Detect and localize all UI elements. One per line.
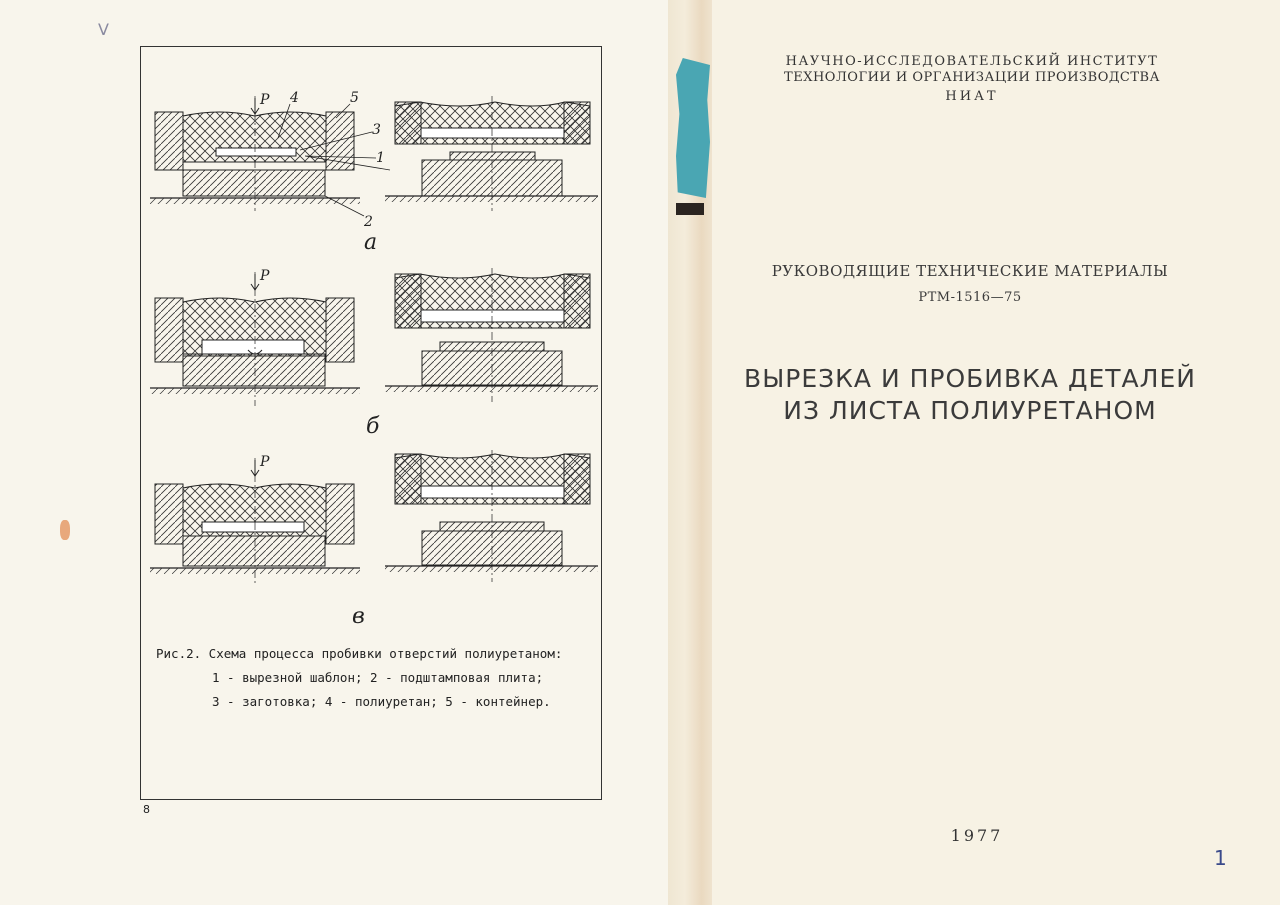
label-p-c: P xyxy=(259,454,270,470)
figure-caption-title: Рис.2. Схема процесса пробивки отверстий… xyxy=(156,646,563,661)
callout-4: 4 xyxy=(289,90,299,106)
figure-caption-legend-2: 3 - заготовка; 4 - полиуретан; 5 - конте… xyxy=(212,694,551,709)
spine-band xyxy=(676,203,704,215)
cover-page xyxy=(712,0,1280,905)
institute-abbreviation: НИАТ xyxy=(945,89,999,104)
document-code: РТМ-1516—75 xyxy=(918,290,1022,305)
stage-c-right xyxy=(385,450,598,582)
callout-leaders xyxy=(277,103,391,217)
callout-2: 2 xyxy=(363,214,373,230)
document-title-line1: ВЫРЕЗКА И ПРОБИВКА ДЕТАЛЕЙ xyxy=(744,364,1196,393)
document-title-line2: ИЗ ЛИСТА ПОЛИУРЕТАНОМ xyxy=(783,396,1157,425)
stage-c-left xyxy=(150,458,360,586)
label-p-b: P xyxy=(259,268,270,284)
callout-3: 3 xyxy=(372,122,381,138)
stage-a-left xyxy=(150,96,360,211)
pencil-mark: V xyxy=(98,20,109,39)
document-type: РУКОВОДЯЩИЕ ТЕХНИЧЕСКИЕ МАТЕРИАЛЫ xyxy=(771,262,1169,280)
institute-name-line1: НАУЧНО-ИССЛЕДОВАТЕЛЬСКИЙ ИНСТИТУТ xyxy=(785,54,1159,69)
stage-a-right xyxy=(385,96,598,211)
subfigure-label-a: а xyxy=(364,230,378,255)
publication-year: 1977 xyxy=(950,826,1004,845)
subfigure-label-b: б xyxy=(366,414,380,439)
figure-caption-legend-1: 1 - вырезной шаблон; 2 - подштамповая пл… xyxy=(212,670,544,685)
spine-tape xyxy=(676,58,710,198)
callout-1: 1 xyxy=(376,150,385,166)
figure-frame xyxy=(140,46,602,800)
stage-b-left xyxy=(150,272,360,406)
institute-name-line2: ТЕХНОЛОГИИ И ОРГАНИЗАЦИИ ПРОИЗВОДСТВА xyxy=(784,70,1160,85)
label-p-a: P xyxy=(259,92,270,108)
page-number: 8 xyxy=(143,803,150,816)
callout-5: 5 xyxy=(350,90,359,106)
pen-mark: 1 xyxy=(1214,846,1227,870)
subfigure-label-v: в xyxy=(352,604,365,629)
stage-b-right xyxy=(385,268,598,402)
paper-stain xyxy=(60,520,70,540)
punching-process-diagram: P 4 5 3 1 2 P P xyxy=(150,90,598,586)
